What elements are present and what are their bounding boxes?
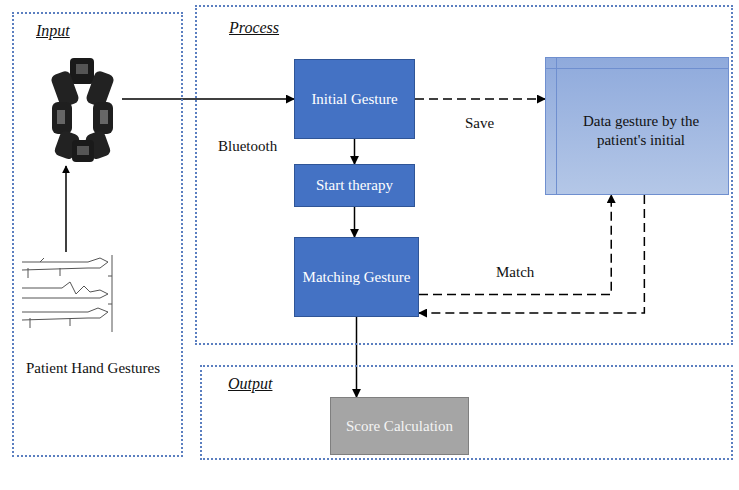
node-text: Matching Gesture — [303, 268, 411, 287]
bluetooth-link — [122, 98, 294, 100]
connector — [356, 317, 358, 397]
data-store: Data gesture by the patient's initial — [545, 57, 729, 195]
link-label: Bluetooth — [215, 138, 280, 155]
process-box: Matching Gesture — [294, 237, 419, 317]
edge-label: Match — [493, 264, 537, 281]
node-text: Start therapy — [316, 176, 393, 195]
process-box: Start therapy — [294, 164, 415, 207]
node-text: Score Calculation — [346, 417, 453, 436]
connector — [354, 139, 356, 164]
edge-label: Save — [462, 115, 497, 132]
region-heading: Output — [228, 375, 272, 393]
node-text: Data gesture by the patient's initial — [568, 112, 714, 150]
dashed-connector — [415, 98, 545, 100]
region-heading: Input — [36, 22, 70, 40]
output-box: Score Calculation — [330, 397, 469, 455]
connector — [354, 207, 356, 237]
input-region: InputPatient Hand Gestures — [12, 12, 183, 457]
process-region: ProcessInitial GestureData gesture by th… — [195, 5, 733, 345]
node-text: Initial Gesture — [311, 90, 397, 109]
output-region: OutputScore Calculation — [200, 365, 733, 460]
store-divider — [556, 58, 557, 194]
dashed-connector — [419, 195, 611, 295]
region-heading: Process — [229, 19, 279, 37]
hand-to-device-arrow — [65, 166, 67, 252]
store-divider — [546, 68, 728, 69]
armband-device — [50, 58, 115, 162]
node-text: Patient Hand Gestures — [26, 359, 160, 378]
gesture-caption: Patient Hand Gestures — [18, 345, 168, 391]
dashed-connector — [419, 195, 644, 313]
hand-gestures-sketch — [22, 255, 112, 332]
process-box: Initial Gesture — [294, 59, 415, 139]
